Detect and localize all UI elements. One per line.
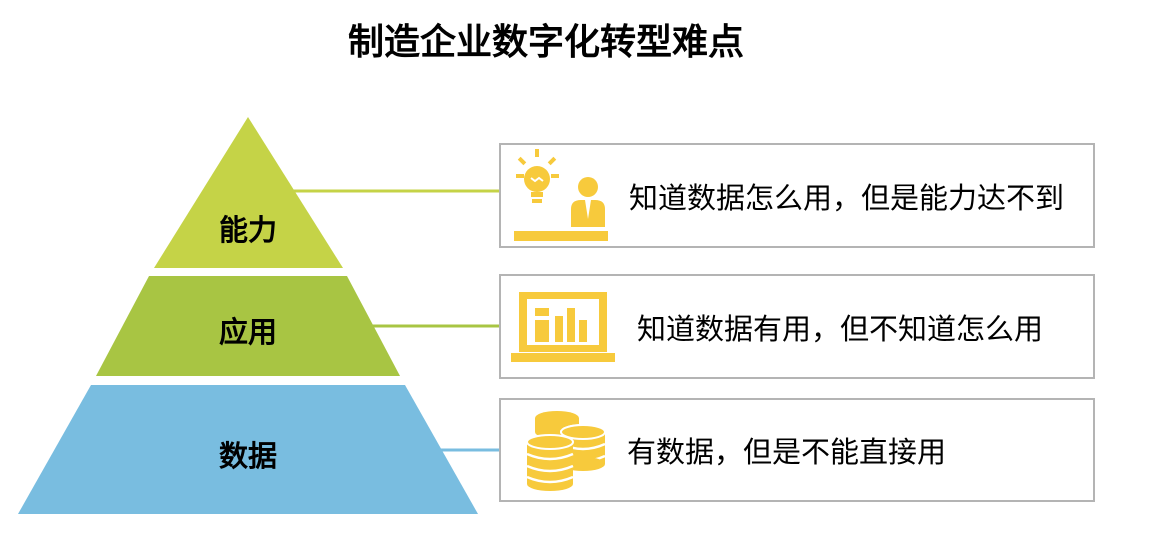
coin-stacks-icon [511, 400, 621, 500]
lightbulb-person-icon [511, 145, 621, 246]
card-text-application: 知道数据有用，但不知道怎么用 [637, 311, 1044, 346]
pyramid-tier-bottom [18, 385, 478, 514]
page-title: 制造企业数字化转型难点 [347, 22, 744, 63]
tier-label-middle: 应用 [218, 315, 277, 349]
card-text-data: 有数据，但是不能直接用 [627, 435, 947, 469]
bar-chart-board-icon [511, 276, 621, 377]
pyramid-tier-middle [96, 276, 400, 376]
tier-label-top: 能力 [218, 213, 277, 247]
tier-label-bottom: 数据 [218, 439, 277, 473]
pyramid-tier-top [154, 117, 343, 268]
card-data: 有数据，但是不能直接用 [499, 398, 1095, 502]
card-application: 知道数据有用，但不知道怎么用 [499, 274, 1095, 379]
card-capability: 知道数据怎么用，但是能力达不到 [499, 143, 1095, 248]
card-text-capability: 知道数据怎么用，但是能力达不到 [629, 180, 1065, 215]
